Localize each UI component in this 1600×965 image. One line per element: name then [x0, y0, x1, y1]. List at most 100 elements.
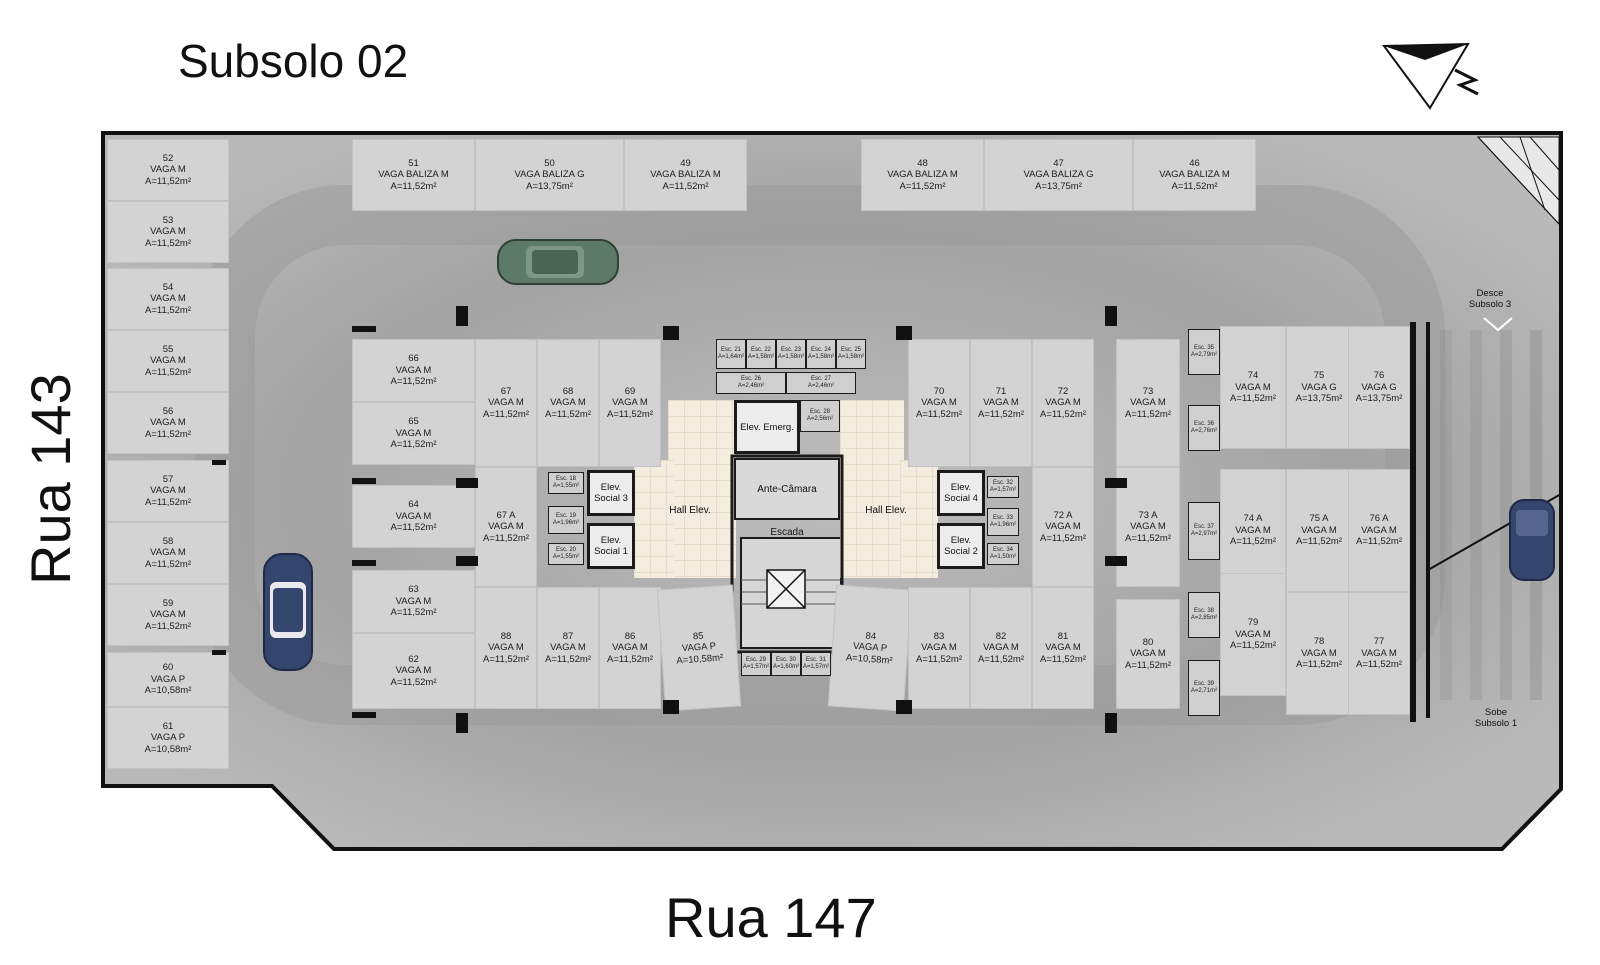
elev-social-1-line1: Elev. — [600, 535, 622, 546]
spot-id: 61 — [162, 720, 174, 732]
spot-area: A=11,52m² — [390, 376, 437, 388]
car-blue-icon — [263, 553, 313, 671]
spot-id: 62 — [408, 653, 419, 665]
storage-id: Esc. 18 — [555, 476, 576, 482]
structural-pillar — [663, 700, 679, 714]
spot-area: A=11,52m² — [1124, 408, 1172, 420]
spot-type: VAGA BALIZA G — [1023, 169, 1094, 181]
escada: Escada — [734, 520, 840, 544]
elev-social-1-line2: Social 1 — [594, 546, 628, 557]
storage-area: A=1,57m² — [742, 664, 770, 670]
spot-id: 53 — [162, 214, 174, 226]
storage-id: Esc. 27 — [810, 376, 831, 382]
storage-area: A=1,58m² — [747, 354, 775, 360]
structural-pillar — [456, 556, 478, 566]
storage-id: Esc. 20 — [555, 547, 576, 553]
spot-id: 69 — [624, 385, 636, 397]
storage-id: Esc. 25 — [840, 347, 861, 353]
spot-type: VAGA M — [1301, 647, 1337, 659]
storage-area: A=2,76m² — [1190, 428, 1218, 434]
spot-id: 74 A — [1243, 513, 1263, 525]
spot-area: A=11,52m² — [1229, 536, 1277, 548]
structural-pillar — [352, 712, 376, 718]
spot-type: VAGA M — [488, 397, 524, 409]
spot-area: A=13,75m² — [526, 180, 573, 192]
spot-type: VAGA M — [921, 397, 957, 409]
spot-type: VAGA BALIZA M — [887, 169, 958, 181]
structural-pillar — [1105, 306, 1117, 326]
spot-area: A=11,52m² — [390, 439, 437, 451]
storage-id: Esc. 23 — [780, 347, 801, 353]
spot-id: 77 — [1373, 636, 1385, 648]
spot-area: A=11,52m² — [1229, 640, 1277, 652]
spot-area: A=10,58m² — [845, 652, 893, 667]
spot-type: VAGA G — [1301, 381, 1337, 393]
elev-social-4: Elev. Social 4 — [937, 470, 985, 516]
storage-area: A=1,58m² — [777, 354, 805, 360]
hall-right — [840, 400, 904, 578]
storage-area: A=1,57m² — [802, 664, 830, 670]
spot-id: 65 — [408, 416, 419, 428]
storage-id: Esc. 33 — [992, 515, 1013, 521]
spot-type: VAGA BALIZA G — [514, 169, 585, 181]
storage-area: A=1,50m² — [989, 554, 1017, 560]
elev-social-3-line1: Elev. — [600, 482, 622, 493]
spot-id: 71 — [995, 385, 1007, 397]
structural-pillar — [1410, 322, 1416, 722]
spot-type: VAGA M — [395, 665, 432, 677]
spot-area: A=11,52m² — [144, 428, 192, 440]
spot-id: 73 A — [1138, 509, 1158, 521]
spot-id: 84 — [865, 630, 877, 643]
storage-id: Esc. 35 — [1193, 345, 1214, 351]
spot-id: 60 — [162, 662, 174, 674]
spot-area: A=11,52m² — [390, 180, 437, 192]
spot-id: 46 — [1189, 157, 1200, 169]
structural-pillar — [456, 306, 468, 326]
storage-id: Esc. 19 — [555, 513, 576, 519]
spot-area: A=11,52m² — [1355, 659, 1403, 671]
storage-area: A=1,57m² — [989, 487, 1017, 493]
spot-id: 82 — [995, 630, 1007, 642]
ante-camara: Ante-Câmara — [734, 458, 840, 520]
ramp-up-line1: Sobe — [1484, 707, 1508, 718]
spot-area: A=11,52m² — [977, 408, 1025, 420]
spot-area: A=11,52m² — [1039, 532, 1087, 544]
spot-type: VAGA M — [1045, 642, 1081, 654]
spot-type: VAGA M — [1235, 524, 1271, 536]
spot-id: 75 A — [1309, 513, 1329, 525]
storage-area: A=2,56m² — [806, 416, 834, 422]
elev-social-3-line2: Social 3 — [594, 493, 628, 504]
spot-id: 81 — [1057, 630, 1069, 642]
spot-area: A=11,52m² — [482, 408, 530, 420]
spot-id: 73 — [1142, 385, 1154, 397]
spot-area: A=13,75m² — [1355, 393, 1403, 405]
storage-area: A=1,60m² — [772, 664, 800, 670]
spot-type: VAGA M — [550, 642, 586, 654]
structural-pillar — [1105, 713, 1117, 733]
structural-pillar — [212, 650, 226, 655]
